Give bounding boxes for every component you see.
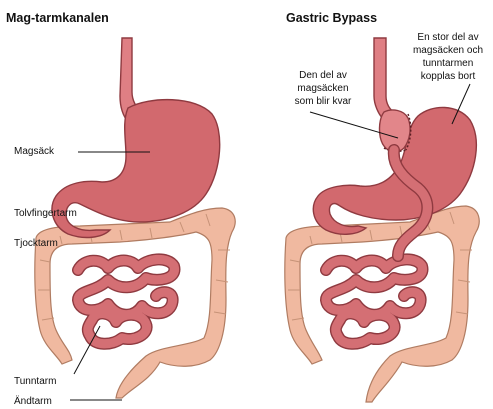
esophagus-right <box>374 38 396 120</box>
pouch-label-line-2: magsäcken <box>297 83 348 94</box>
colon-left <box>35 208 235 398</box>
small-intestine-left <box>78 259 174 343</box>
left-title: Mag-tarmkanalen <box>6 11 109 25</box>
bypassed-label-line-2: magsäcken och <box>413 45 483 56</box>
label-rectum: Ändtarm <box>14 395 52 407</box>
label-colon: Tjocktarm <box>14 238 58 249</box>
label-stomach: Magsäck <box>14 146 55 157</box>
bypassed-label-line-3: tunntarmen <box>423 58 474 69</box>
pouch-label-line-3: som blir kvar <box>295 96 352 107</box>
pouch-label-line-1: Den del av <box>299 70 347 81</box>
bypassed-label-line-4: kopplas bort <box>421 71 476 82</box>
pouch-label: Den del av magsäcken som blir kvar <box>295 70 352 107</box>
bypassed-label: En stor del av magsäcken och tunntarmen … <box>413 32 483 82</box>
right-title: Gastric Bypass <box>286 11 377 25</box>
label-small-intestine: Tunntarm <box>14 376 56 387</box>
bypassed-label-line-1: En stor del av <box>417 32 478 43</box>
small-intestine-right <box>326 259 422 343</box>
colon-right <box>285 206 479 402</box>
label-duodenum: Tolvfingertarm <box>14 208 77 219</box>
